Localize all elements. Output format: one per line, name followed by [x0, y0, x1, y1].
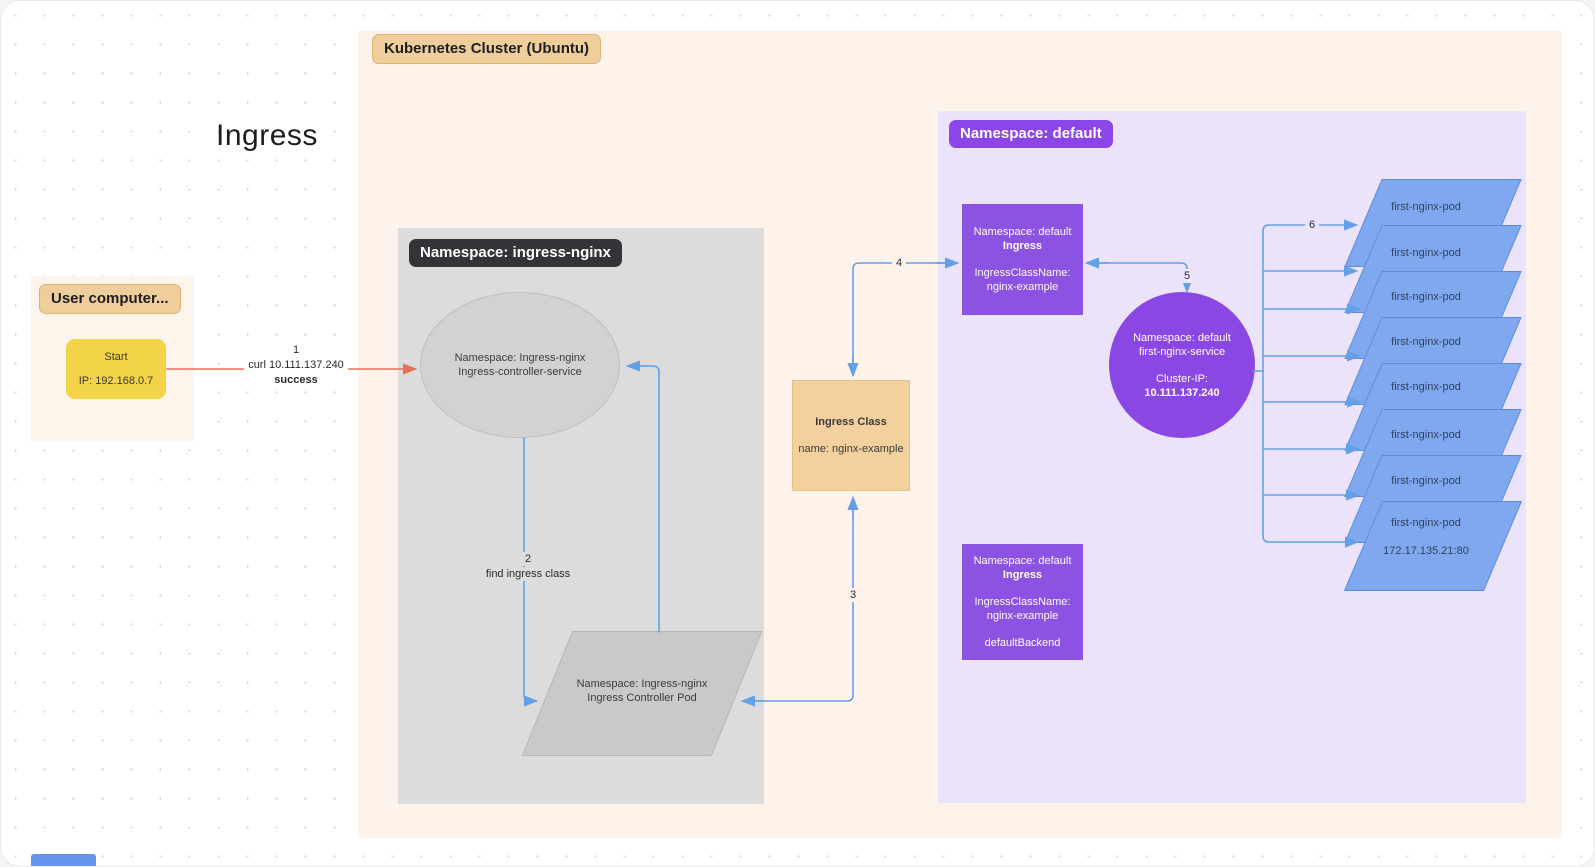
ingress-class-node[interactable]: Ingress Class name: nginx-example [792, 380, 910, 491]
step4-number: 4 [891, 256, 907, 270]
pod-label: first-nginx-pod [1391, 291, 1461, 303]
ingress-controller-service-ellipse[interactable]: Namespace: Ingress-nginx Ingress-control… [420, 292, 620, 438]
start-ip: IP: 192.168.0.7 [78, 375, 154, 388]
first-nginx-service-circle[interactable]: Namespace: default first-nginx-service C… [1109, 292, 1255, 438]
step3-number: 3 [845, 588, 861, 602]
user-computer-label[interactable]: User computer... [39, 284, 181, 314]
ingress2-defaultbackend: defaultBackend [984, 637, 1061, 649]
step2-text: find ingress class [481, 567, 575, 581]
service-clusterip-key: Cluster-IP: [1156, 372, 1208, 385]
canvas-edge-shape[interactable] [31, 854, 96, 866]
ingress1-kind: Ingress [1002, 240, 1043, 252]
ingress1-namespace: Namespace: default [973, 226, 1072, 238]
cluster-label[interactable]: Kubernetes Cluster (Ubuntu) [372, 34, 602, 64]
pod-label: first-nginx-pod [1391, 517, 1461, 529]
pod-label: first-nginx-pod [1391, 247, 1461, 259]
step6-number: 6 [1304, 218, 1320, 232]
step1-number: 1 [288, 343, 304, 357]
pod-label: first-nginx-pod [1391, 336, 1461, 348]
start-node[interactable]: Start IP: 192.168.0.7 [66, 339, 166, 399]
start-title: Start [104, 350, 128, 363]
step2-number: 2 [520, 552, 536, 566]
pod-address: 172.17.135.21:80 [1383, 545, 1469, 557]
controller-service-line1: Namespace: Ingress-nginx [454, 352, 586, 364]
step1-status: success [270, 373, 322, 387]
step1-command: curl 10.111.137.240 [244, 358, 348, 372]
ingress2-namespace: Namespace: default [973, 555, 1072, 567]
controller-pod-line1: Namespace: Ingress-nginx [576, 678, 708, 690]
step5-number: 5 [1179, 269, 1195, 283]
service-name: first-nginx-service [1138, 345, 1226, 358]
ingress-nginx-namespace-label[interactable]: Namespace: ingress-nginx [409, 239, 622, 267]
ingress2-kind: Ingress [1002, 569, 1043, 581]
ingress2-classname-value: nginx-example [986, 610, 1059, 622]
ingress2-classname-key: IngressClassName: [974, 596, 1071, 608]
ingress1-classname-key: IngressClassName: [974, 267, 1071, 279]
service-namespace: Namespace: default [1133, 331, 1231, 344]
ingress1-classname-value: nginx-example [986, 281, 1059, 293]
controller-pod-line2: Ingress Controller Pod [587, 692, 697, 704]
controller-service-line2: Ingress-controller-service [458, 366, 582, 378]
service-clusterip-value: 10.111.137.240 [1144, 386, 1220, 399]
ingress-controller-pod-label: Namespace: Ingress-nginx Ingress Control… [547, 677, 737, 705]
pod-label: first-nginx-pod [1391, 201, 1461, 213]
page-title: Ingress [216, 119, 318, 152]
pod-label: first-nginx-pod [1391, 429, 1461, 441]
default-namespace-label[interactable]: Namespace: default [949, 120, 1113, 148]
pod-label: first-nginx-pod [1391, 381, 1461, 393]
ingress-class-name: name: nginx-example [798, 443, 904, 455]
pod-label: first-nginx-pod [1391, 475, 1461, 487]
ingress-class-title: Ingress Class [815, 416, 887, 428]
ingress-defaultbackend-node[interactable]: Namespace: default Ingress IngressClassN… [962, 544, 1083, 660]
ingress-resource-node[interactable]: Namespace: default Ingress IngressClassN… [962, 204, 1083, 315]
